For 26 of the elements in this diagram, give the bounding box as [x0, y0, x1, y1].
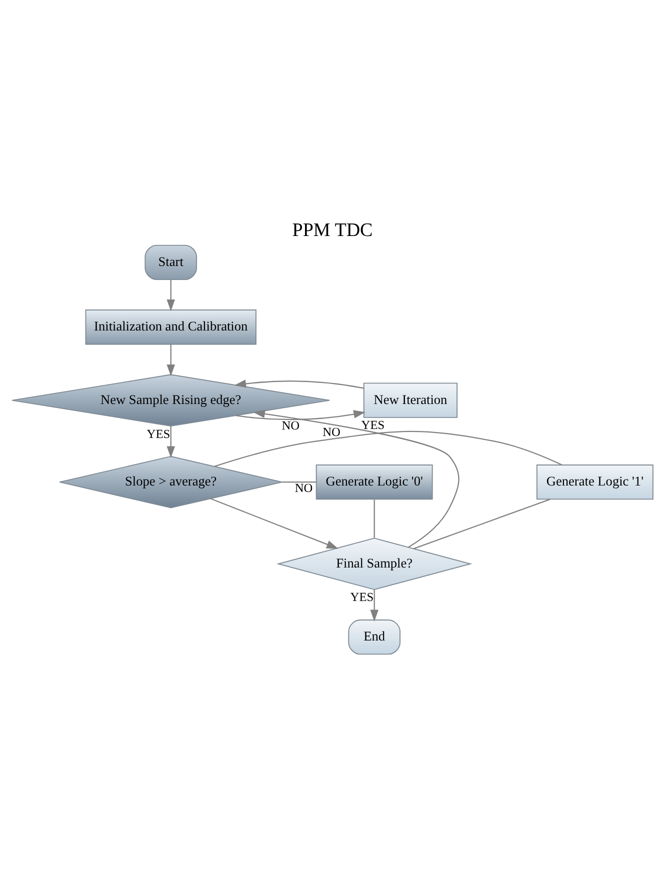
arrow: [166, 344, 175, 376]
node-box: Generate Logic '0': [316, 464, 433, 500]
node-box: Generate Logic '1': [536, 464, 654, 500]
diagram-title: PPM TDC: [292, 220, 373, 241]
edge-label: NO: [322, 425, 340, 440]
arrow: [210, 498, 338, 549]
node-box: Initialization and Calibration: [85, 310, 256, 345]
connector: [374, 500, 375, 538]
node-diamond: Final Sample?: [276, 538, 472, 590]
arrow: [234, 380, 364, 389]
connector: [282, 482, 316, 483]
node-box: End: [348, 620, 400, 655]
node-box: Start: [144, 244, 197, 280]
arrow: [253, 410, 460, 548]
arrow: [370, 590, 378, 622]
node-box: New Iteration: [363, 382, 458, 418]
edge-label: YES: [146, 426, 170, 441]
connector: [214, 430, 562, 467]
arrow: [166, 280, 175, 312]
edge-label: YES: [350, 590, 374, 604]
arrow: [166, 426, 175, 458]
connector: [413, 498, 550, 550]
arrow: [236, 410, 366, 420]
edge-label: NO: [294, 480, 313, 495]
edge-label: YES: [361, 418, 385, 432]
node-diamond: Slope > average?: [59, 456, 283, 508]
